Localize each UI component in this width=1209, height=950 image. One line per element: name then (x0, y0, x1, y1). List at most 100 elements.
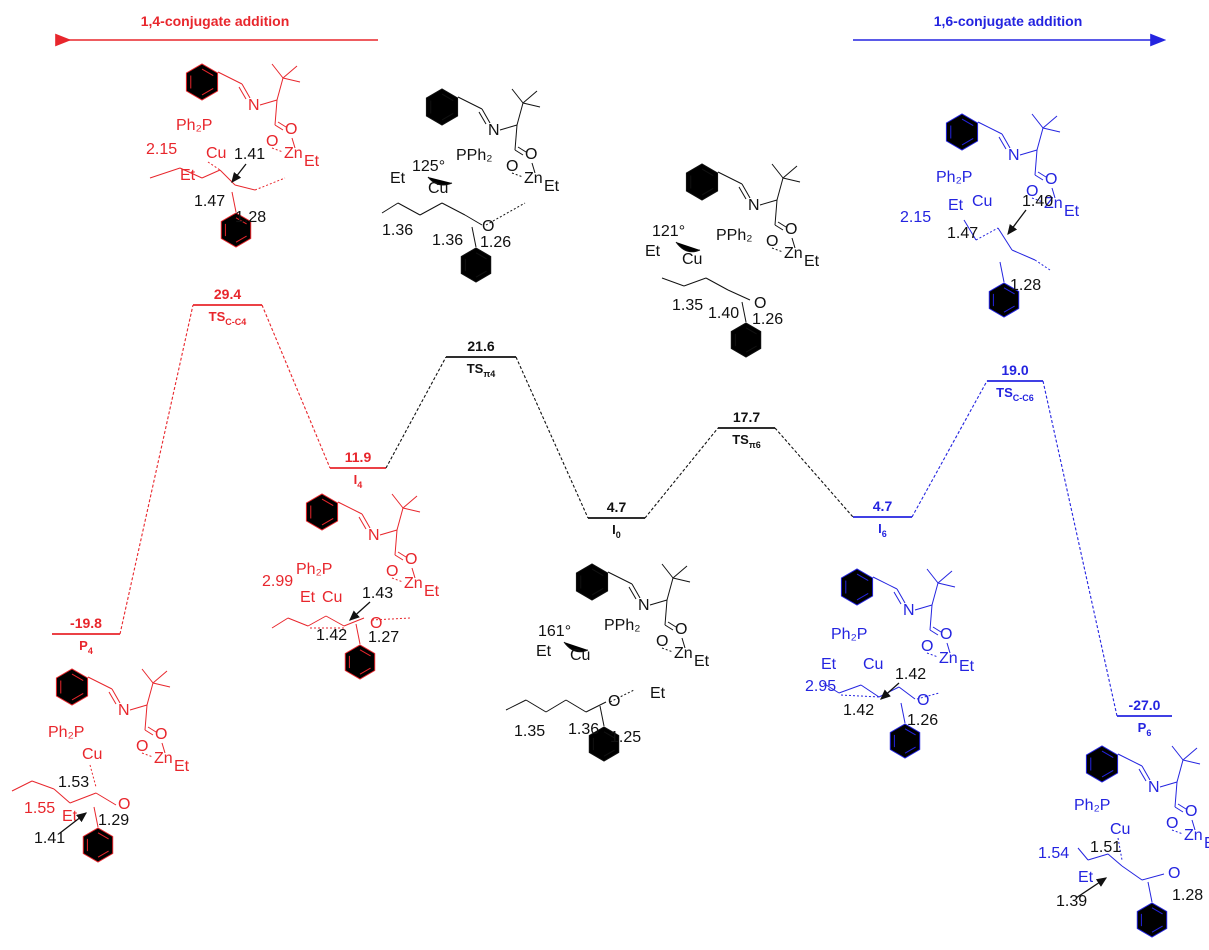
bond (141, 752, 154, 758)
bond (271, 147, 284, 153)
copper-label: Cu (863, 656, 883, 673)
nitrogen-label: N (903, 602, 915, 619)
bond (343, 617, 365, 627)
bond-distance-bold: 1.55 (24, 800, 55, 817)
level-energy: -19.8 (70, 615, 102, 631)
bond (129, 704, 148, 711)
bond (505, 699, 527, 711)
bond (358, 516, 367, 530)
bond-distance-bold: 2.15 (146, 141, 177, 158)
bond (161, 742, 166, 754)
oxygen-label: O (506, 158, 518, 175)
bond (585, 701, 607, 713)
bond (914, 604, 933, 611)
bond (997, 227, 1013, 251)
bond (282, 77, 301, 83)
bond-distance: 1.51 (1090, 839, 1121, 856)
level-i0: 4.7I0 (588, 499, 645, 540)
arrow-icon (231, 163, 247, 184)
bond (287, 617, 309, 627)
oxygen-label: O (155, 726, 167, 743)
bond-distance: 1.35 (672, 297, 703, 314)
nitrogen-label: N (368, 527, 380, 544)
bond (998, 136, 1007, 150)
aromatic-bond (201, 68, 214, 76)
bond (337, 501, 363, 515)
bond (717, 171, 743, 185)
phosphine-label: PPh₂ (604, 617, 640, 634)
nitrogen-label: N (748, 197, 760, 214)
energy-connectors (119, 304, 1118, 717)
oxygen-label: O (266, 133, 278, 150)
bond (307, 615, 327, 627)
bond (522, 102, 541, 108)
zinc-label: Zn (674, 645, 693, 662)
bond (511, 172, 524, 178)
phosphine-label: Ph₂P (296, 561, 332, 578)
angle-arc (675, 241, 701, 253)
arrow-icon (349, 601, 371, 621)
connector-tspi4-i0 (515, 356, 589, 519)
bond (681, 637, 686, 649)
phosphine-label: PPh₂ (456, 147, 492, 164)
ethyl-label: Et (1204, 835, 1209, 852)
bond (1042, 127, 1061, 133)
oxygen-label: O (136, 738, 148, 755)
bond (419, 202, 443, 216)
bond (975, 227, 999, 241)
level-label: TSC-C4 (209, 309, 247, 327)
copper-label: Cu (428, 180, 448, 197)
level-energy: 29.4 (214, 286, 241, 302)
bond-distance: 1.26 (752, 311, 783, 328)
zinc-label: Zn (404, 575, 423, 592)
bond (1191, 819, 1196, 831)
aromatic-bond (71, 673, 84, 681)
nitrogen-label: N (248, 97, 260, 114)
bond (219, 169, 236, 186)
bond (146, 682, 154, 706)
bond (664, 624, 674, 631)
bond (683, 277, 707, 287)
bond (478, 111, 487, 125)
bond (111, 688, 121, 704)
aromatic-bond (745, 327, 757, 335)
bond (1147, 881, 1153, 903)
bond (291, 137, 296, 149)
bond (397, 202, 421, 216)
bond (545, 699, 567, 713)
bond (1087, 853, 1109, 861)
bond (937, 570, 953, 584)
connector-tsc-c4-i4 (261, 304, 331, 469)
oxygen-label: O (1168, 865, 1180, 882)
level-energy: 19.0 (1001, 362, 1028, 378)
bond (152, 682, 171, 688)
phosphine-label: Ph₂P (831, 626, 867, 643)
level-energy: -27.0 (1129, 697, 1161, 713)
connector-i6-tsc-c6 (911, 380, 988, 518)
bond (672, 577, 691, 583)
oxygen-label: O (118, 796, 130, 813)
bond (609, 689, 635, 703)
aromatic-bond (359, 667, 371, 675)
bond (896, 588, 906, 604)
aromatic-bond (856, 573, 869, 581)
bond (607, 571, 633, 585)
bond (1174, 781, 1178, 808)
bond (144, 729, 154, 736)
bond-distance: 1.42 (316, 627, 347, 644)
bond (666, 577, 674, 601)
bond-distance: 1.47 (947, 225, 978, 242)
ethyl-label: Et (650, 685, 666, 702)
bond (937, 582, 956, 588)
level-label: TSπ4 (467, 361, 496, 379)
bond (207, 161, 221, 171)
bond (394, 554, 404, 561)
bond (274, 124, 284, 131)
oxygen-label: O (482, 218, 494, 235)
oxygen-label: O (921, 638, 933, 655)
level-energy: 4.7 (873, 498, 893, 514)
